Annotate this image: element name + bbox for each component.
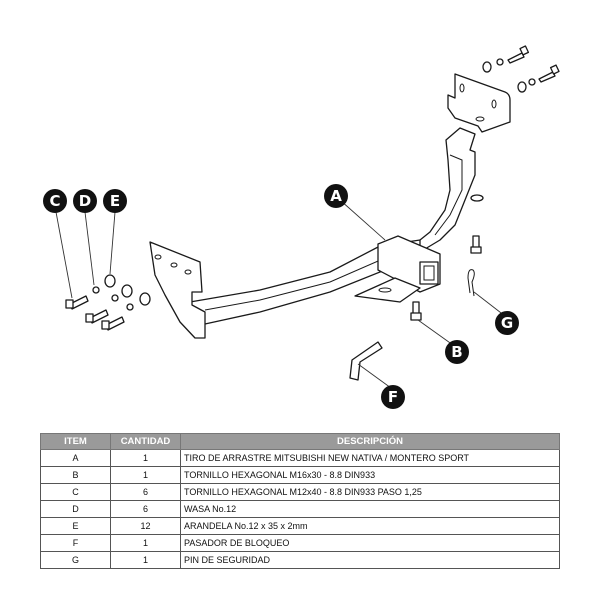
callout-d: D: [73, 189, 97, 213]
hitch-receiver: [354, 235, 441, 303]
item-cell: F: [40, 534, 111, 552]
header-item: ITEM: [40, 433, 111, 450]
svg-text:A: A: [330, 187, 342, 205]
item-cell: A: [40, 449, 111, 467]
svg-text:G: G: [501, 314, 513, 332]
description-cell: PIN DE SEGURIDAD: [180, 551, 560, 569]
callout-c: C: [43, 189, 67, 213]
quantity-cell: 1: [110, 534, 181, 552]
locking-pin-drawing: [349, 341, 383, 381]
description-cell: PASADOR DE BLOQUEO: [180, 534, 560, 552]
right-mounting-bracket: [447, 73, 511, 133]
parts-table-header: ITEM CANTIDAD DESCRIPCIÓN: [40, 433, 560, 450]
callout-e: E: [103, 189, 127, 213]
quantity-cell: 1: [110, 449, 181, 467]
left-hardware: [65, 274, 151, 331]
quantity-cell: 1: [110, 466, 181, 484]
header-description: DESCRIPCIÓN: [180, 433, 560, 450]
description-cell: TIRO DE ARRASTRE MITSUBISHI NEW NATIVA /…: [180, 449, 560, 467]
svg-text:E: E: [110, 192, 120, 210]
quantity-cell: 6: [110, 483, 181, 501]
svg-text:F: F: [388, 388, 398, 406]
callout-b: B: [445, 340, 469, 364]
item-cell: E: [40, 517, 111, 535]
item-cell: B: [40, 466, 111, 484]
callout-a: A: [324, 184, 348, 208]
quantity-cell: 6: [110, 500, 181, 518]
bolt-b-drawing: [410, 301, 422, 321]
description-cell: WASA No.12: [180, 500, 560, 518]
top-right-hardware: [470, 45, 560, 254]
right-side-arm: [409, 127, 476, 253]
safety-pin-drawing: [467, 269, 475, 297]
description-cell: ARANDELA No.12 x 35 x 2mm: [180, 517, 560, 535]
item-cell: D: [40, 500, 111, 518]
description-cell: TORNILLO HEXAGONAL M16x30 - 8.8 DIN933: [180, 466, 560, 484]
svg-text:B: B: [451, 343, 462, 361]
quantity-cell: 1: [110, 551, 181, 569]
exploded-assembly-diagram: A B C D E F G: [43, 45, 560, 409]
left-mounting-bracket: [149, 241, 206, 339]
quantity-cell: 12: [110, 517, 181, 535]
description-cell: TORNILLO HEXAGONAL M12x40 - 8.8 DIN933 P…: [180, 483, 560, 501]
svg-text:C: C: [49, 192, 60, 210]
item-cell: G: [40, 551, 111, 569]
leader-lines: [55, 199, 506, 389]
callout-g: G: [495, 311, 519, 335]
header-quantity: CANTIDAD: [110, 433, 181, 450]
item-cell: C: [40, 483, 111, 501]
svg-text:D: D: [79, 192, 91, 210]
callout-f: F: [381, 385, 405, 409]
